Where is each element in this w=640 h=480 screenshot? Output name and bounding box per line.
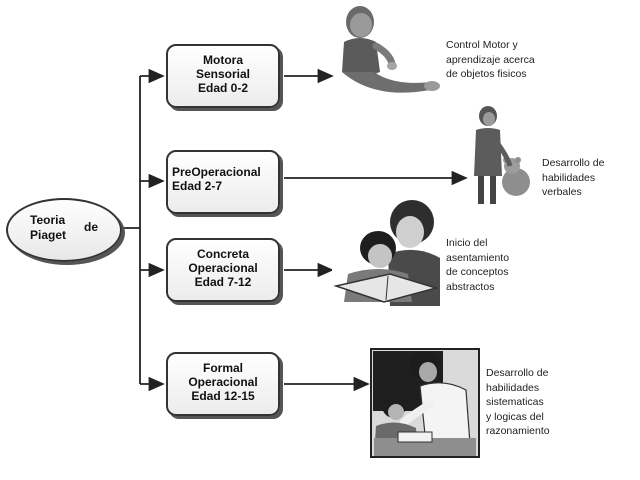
description-line: sistematicas [486,396,544,408]
root-label-teoria: Teoria [30,213,66,227]
description-line: Inicio del [446,237,488,249]
stage-subtitle: Sensorial [195,67,251,81]
mother-reading-illustration [332,198,442,306]
description-line: asentamiento [446,251,510,264]
stage-title: PreOperacional [172,165,261,179]
description-line: habilidades [542,171,596,184]
description-preoperacional: Desarrollo de habilidades verbales [542,156,604,200]
root-label-piaget: Piaget [30,228,67,242]
description-line: aprendizaje acerca [446,53,535,66]
stage-title: Concreta [196,247,249,261]
root-label-de: de [84,220,99,234]
description-line: de conceptos [446,266,509,278]
description-line: de objetos fisicos [446,68,527,80]
stage-box-formal-operacional: Formal Operacional Edad 12-15 [166,352,280,416]
description-line: Control Motor y [446,39,518,51]
description-line: razonamiento [486,425,550,437]
stage-age: Edad 2-7 [172,179,223,193]
stage-box-preoperacional: PreOperacional Edad 2-7 [166,150,280,214]
description-line: Desarrollo de [486,367,549,379]
description-concreta: Inicio del asentamiento de conceptos abs… [446,236,509,294]
stage-subtitle: Operacional [188,261,258,275]
stage-title: Formal [202,361,243,375]
stage-subtitle: Operacional [188,375,258,389]
description-motora: Control Motor y aprendizaje acerca de ob… [446,38,535,82]
description-line: Desarrollo de [542,157,605,169]
teacher-student-illustration [370,348,480,458]
stage-age: Edad 12-15 [191,389,255,403]
stage-box-motora-sensorial: Motora Sensorial Edad 0-2 [166,44,280,108]
stage-age: Edad 7-12 [194,275,252,289]
stage-box-concreta-operacional: Concreta Operacional Edad 7-12 [166,238,280,302]
description-formal: Desarrollo de habilidades sistematicas y… [486,366,550,439]
description-line: y logicas del [486,410,544,423]
stage-title: Motora [203,53,243,67]
description-line: abstractos [446,280,495,293]
description-line: habilidades [486,381,540,394]
root-node-teoria-piaget: Teoria Piaget de [6,198,122,262]
baby-sitting-illustration [342,6,440,93]
child-with-teddy-illustration [474,106,530,204]
description-line: verbales [542,186,582,198]
stage-age: Edad 0-2 [197,81,248,95]
